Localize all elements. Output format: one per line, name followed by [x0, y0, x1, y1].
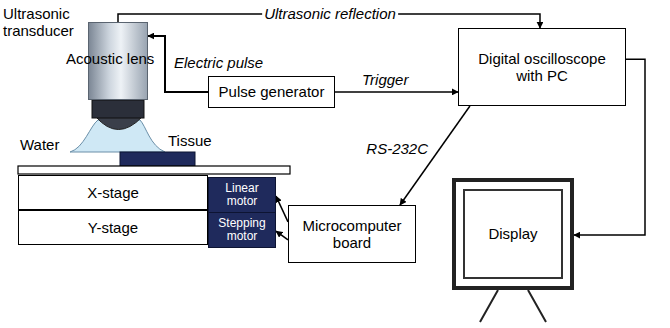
connector [276, 231, 288, 240]
display-monitor: Display [452, 178, 574, 290]
water-label: Water [20, 136, 59, 153]
x-stage-box: X-stage [18, 175, 208, 210]
node-text: Linear motor [211, 182, 273, 207]
node-text: Display [488, 225, 537, 242]
edge-label: Ultrasonic reflection [262, 5, 398, 22]
tissue-sample [120, 152, 195, 166]
node-text: Y-stage [88, 219, 138, 236]
node-text: X-stage [87, 184, 139, 201]
edge-label: Electric pulse [172, 54, 265, 71]
edge-label: Trigger [360, 71, 410, 88]
pulse-generator-box: Pulse generator [208, 76, 335, 108]
lens-label: Acoustic lens [66, 50, 154, 67]
node-text: Pulse generator [219, 83, 325, 100]
tissue-label: Tissue [168, 132, 212, 149]
connector [276, 196, 288, 222]
stepping-motor: Stepping motor [208, 212, 276, 248]
linear-motor: Linear motor [208, 177, 276, 213]
node-text: Stepping motor [211, 217, 273, 242]
node-text: Digital oscilloscope with PC [464, 50, 620, 85]
node-text: Microcomputer board [294, 217, 410, 252]
monitor-stand [480, 290, 546, 322]
sample-plate [18, 166, 290, 174]
y-stage-box: Y-stage [18, 210, 208, 245]
oscilloscope-box: Digital oscilloscope with PC [458, 28, 626, 106]
connector [335, 91, 458, 93]
microcomputer-box: Microcomputer board [288, 205, 416, 263]
edge-label: RS-232C [364, 140, 430, 157]
node-text: Ultrasonic transducer [3, 5, 89, 40]
lens-bulge [96, 117, 142, 130]
acoustic-lens [92, 100, 144, 118]
